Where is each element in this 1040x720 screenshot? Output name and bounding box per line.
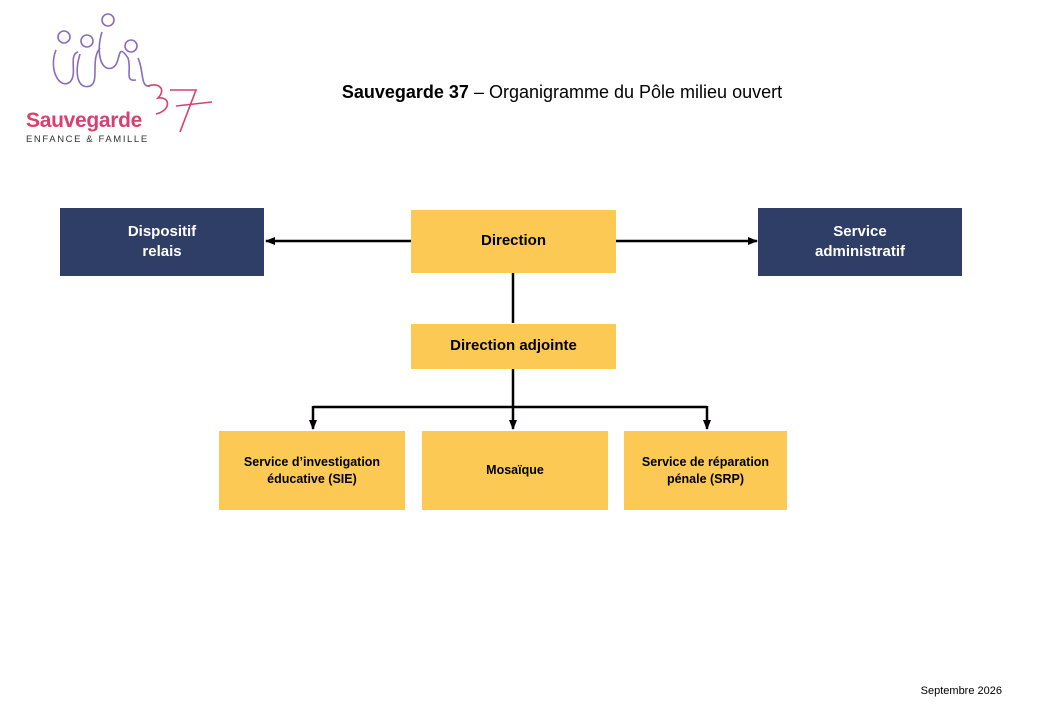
page-title-rest: – Organigramme du Pôle milieu ouvert [468,82,783,102]
logo-wordmark: Sauvegarde [26,109,143,132]
node-sie: Service d’investigation éducative (SIE) [219,431,405,510]
node-mosaique: Mosaïque [422,431,608,510]
node-label: Service de réparation pénale (SRP) [641,454,770,486]
node-label: Dispositif relais [127,222,197,260]
logo-tagline: ENFANCE & FAMILLE [26,134,149,145]
node-srp: Service de réparation pénale (SRP) [624,431,787,510]
footer-date: Septembre 2026 [920,685,1002,697]
node-label: Service administratif [814,222,905,260]
node-label: Mosaïque [486,463,544,478]
node-direction-adjointe: Direction adjointe [411,324,616,369]
node-direction: Direction [411,210,616,273]
node-service-administratif: Service administratif [758,208,962,276]
page-title-bold: Sauvegarde 37 [341,82,469,102]
page-title: Sauvegarde 37 – Organigramme du Pôle mil… [0,82,1040,103]
node-label: Direction [480,232,546,250]
family-figures-icon [52,13,213,133]
node-label: Service d’investigation éducative (SIE) [243,454,381,486]
node-dispositif-relais: Dispositif relais [60,208,264,276]
sauvegarde-logo: Sauvegarde ENFANCE & FAMILLE [20,10,220,150]
node-label: Direction adjointe [450,337,577,355]
